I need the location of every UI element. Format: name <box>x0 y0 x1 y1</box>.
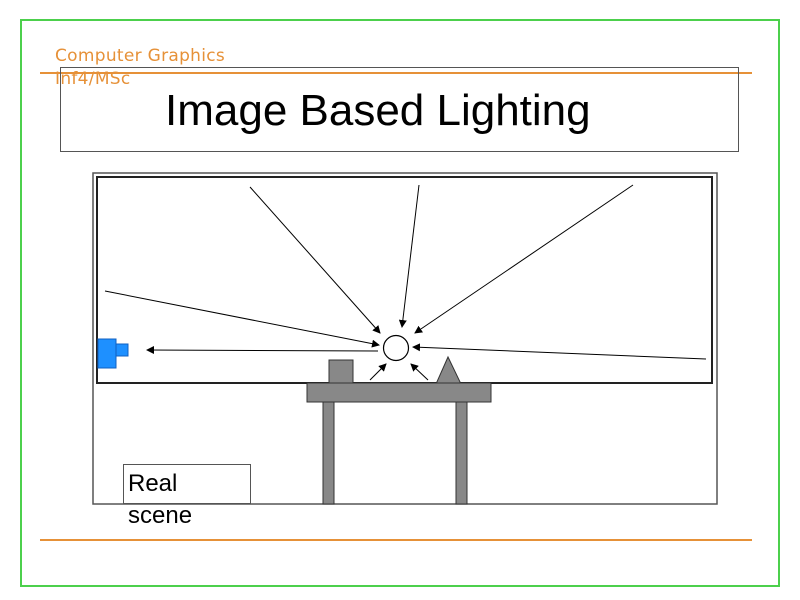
cone-object <box>435 355 462 385</box>
ray-from-box <box>369 363 387 381</box>
slide-title: Image Based Lighting <box>165 86 591 135</box>
camera-icon <box>97 338 129 369</box>
ray-left <box>104 290 380 348</box>
title-box <box>60 67 739 152</box>
ray-right <box>412 343 707 360</box>
table-leg-left <box>322 401 335 505</box>
ray-to-camera <box>146 346 379 355</box>
ray-top-right <box>414 184 634 334</box>
scene-label: Real scene <box>128 470 193 529</box>
header-rule <box>40 72 752 74</box>
ray-top-left <box>249 186 381 334</box>
box-object <box>328 359 354 385</box>
room-outline <box>92 172 718 505</box>
table-leg-right <box>455 401 468 505</box>
course-title-line1: Computer Graphics <box>55 46 226 66</box>
scene-label-box <box>123 464 251 504</box>
footer-rule <box>40 539 752 541</box>
ray-from-cone <box>410 363 429 381</box>
table <box>306 382 492 505</box>
ray-top <box>398 184 420 328</box>
table-top <box>306 382 492 403</box>
course-title: Computer Graphics Inf4/MSc <box>55 45 225 91</box>
course-title-line2: Inf4/MSc <box>55 69 131 89</box>
light-probe-sphere <box>382 334 410 362</box>
slide-frame <box>20 19 780 587</box>
